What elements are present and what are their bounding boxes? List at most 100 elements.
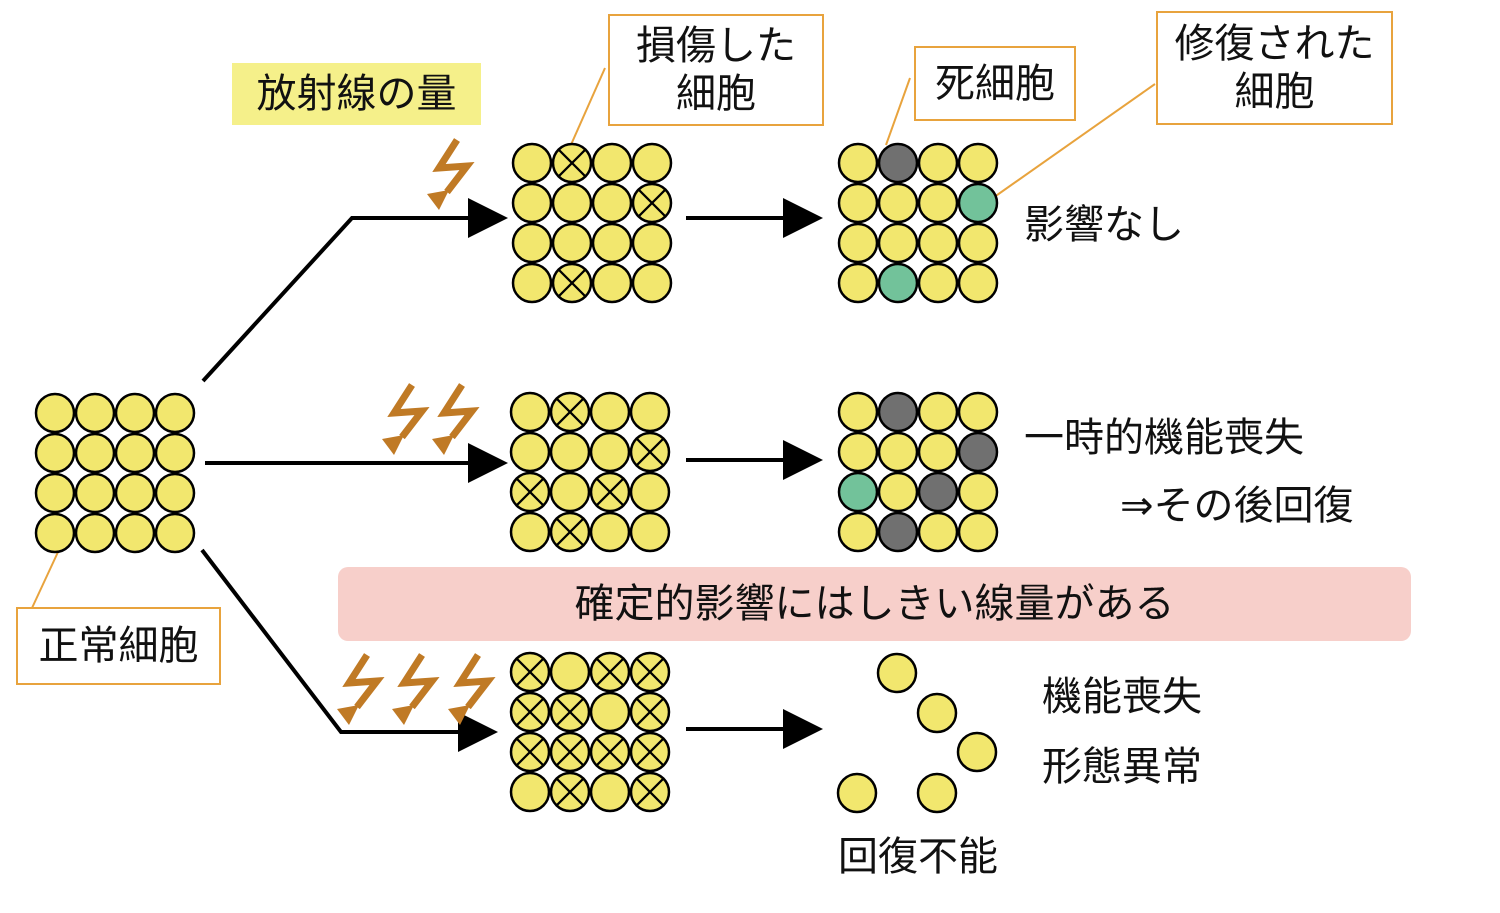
cell <box>589 691 631 733</box>
repaired-cell-text-line2: 細胞 <box>1234 69 1315 115</box>
x-mark-icon <box>636 698 664 726</box>
cell <box>631 142 673 184</box>
radiation-bolts <box>337 138 496 725</box>
x-mark-icon <box>556 738 584 766</box>
x-mark-icon <box>516 698 544 726</box>
x-mark-icon <box>556 778 584 806</box>
cell <box>591 262 633 304</box>
scattered-cells <box>836 652 998 814</box>
cell <box>957 391 999 433</box>
scattered-cell <box>836 772 878 814</box>
repaired-cell <box>837 471 879 513</box>
x-mark-icon <box>636 778 664 806</box>
cell <box>549 431 591 473</box>
leader-normal-cell <box>31 551 59 609</box>
x-mark-icon <box>516 478 544 506</box>
leader-lines <box>31 67 1156 609</box>
medium-dose-damaged-grid <box>509 391 671 553</box>
outcome-no-effect: 影響なし <box>1024 202 1184 248</box>
x-mark-icon <box>556 698 584 726</box>
normal-cell-label: 正常細胞 <box>16 607 221 685</box>
cell <box>74 512 116 554</box>
cell <box>509 511 551 553</box>
leader-repaired-cell <box>989 83 1156 201</box>
x-mark-icon <box>636 438 664 466</box>
cell <box>511 222 553 264</box>
dead-cell <box>877 391 919 433</box>
cell <box>549 651 591 693</box>
lightning-bolt-icon <box>432 383 480 455</box>
scattered-cell <box>956 731 998 773</box>
repaired-cell <box>877 262 919 304</box>
cell <box>917 262 959 304</box>
x-mark-icon <box>638 189 666 217</box>
lightning-bolt-icon <box>427 138 475 210</box>
cell <box>551 182 593 224</box>
scattered-cell <box>916 692 958 734</box>
cell <box>837 431 879 473</box>
cell <box>34 392 76 434</box>
cell <box>837 182 879 224</box>
dead-cell <box>877 511 919 553</box>
x-mark-icon <box>558 269 586 297</box>
cell <box>957 471 999 513</box>
outcome-morphological-abnormality: 形態異常 <box>1042 744 1202 790</box>
branch-upper-path <box>201 198 508 383</box>
cell <box>957 142 999 184</box>
cell <box>957 511 999 553</box>
cell <box>837 391 879 433</box>
x-mark-icon <box>596 658 624 686</box>
cell <box>877 182 919 224</box>
repaired-cell-label: 修復された 細胞 <box>1156 11 1393 125</box>
low-dose-result-grid <box>837 142 999 304</box>
cell <box>591 142 633 184</box>
cell <box>154 512 196 554</box>
cell <box>917 182 959 224</box>
cell <box>114 432 156 474</box>
cell-grids <box>34 142 999 813</box>
cell <box>917 431 959 473</box>
x-mark-icon <box>558 149 586 177</box>
cell <box>114 392 156 434</box>
cell <box>917 222 959 264</box>
cell <box>154 472 196 514</box>
cell <box>114 512 156 554</box>
repaired-cell-text-line1: 修復された <box>1174 21 1375 67</box>
normal-cells-grid <box>34 392 196 554</box>
cell <box>629 471 671 513</box>
cell <box>877 222 919 264</box>
damaged-cell-text-line2: 細胞 <box>676 71 756 117</box>
cell <box>837 222 879 264</box>
lightning-bolt-icon <box>392 653 440 725</box>
x-mark-icon <box>596 738 624 766</box>
cell <box>917 511 959 553</box>
dead-cell <box>917 471 959 513</box>
x-mark-icon <box>516 658 544 686</box>
threshold-banner: 確定的影響にはしきい線量がある <box>338 567 1411 641</box>
cell <box>591 222 633 264</box>
cell <box>114 472 156 514</box>
cell <box>549 471 591 513</box>
normal-cell-text: 正常細胞 <box>38 623 199 669</box>
outcome-temporary-loss: 一時的機能喪失 <box>1024 415 1304 461</box>
cell <box>837 262 879 304</box>
dead-cell-label: 死細胞 <box>914 46 1076 121</box>
outcome-irreversible: 回復不能 <box>838 834 998 880</box>
scattered-cell <box>916 772 958 814</box>
cell <box>589 511 631 553</box>
cell <box>74 432 116 474</box>
cell <box>509 771 551 813</box>
dead-cell <box>957 431 999 473</box>
cell <box>877 431 919 473</box>
cell <box>511 142 553 184</box>
cell <box>154 432 196 474</box>
x-mark-icon <box>636 658 664 686</box>
radiation-dose-label: 放射線の量 <box>232 63 481 125</box>
cell <box>957 262 999 304</box>
dead-cell <box>877 142 919 184</box>
x-mark-icon <box>556 398 584 426</box>
cell <box>509 431 551 473</box>
cell <box>34 512 76 554</box>
leader-dead-cell <box>885 77 911 146</box>
